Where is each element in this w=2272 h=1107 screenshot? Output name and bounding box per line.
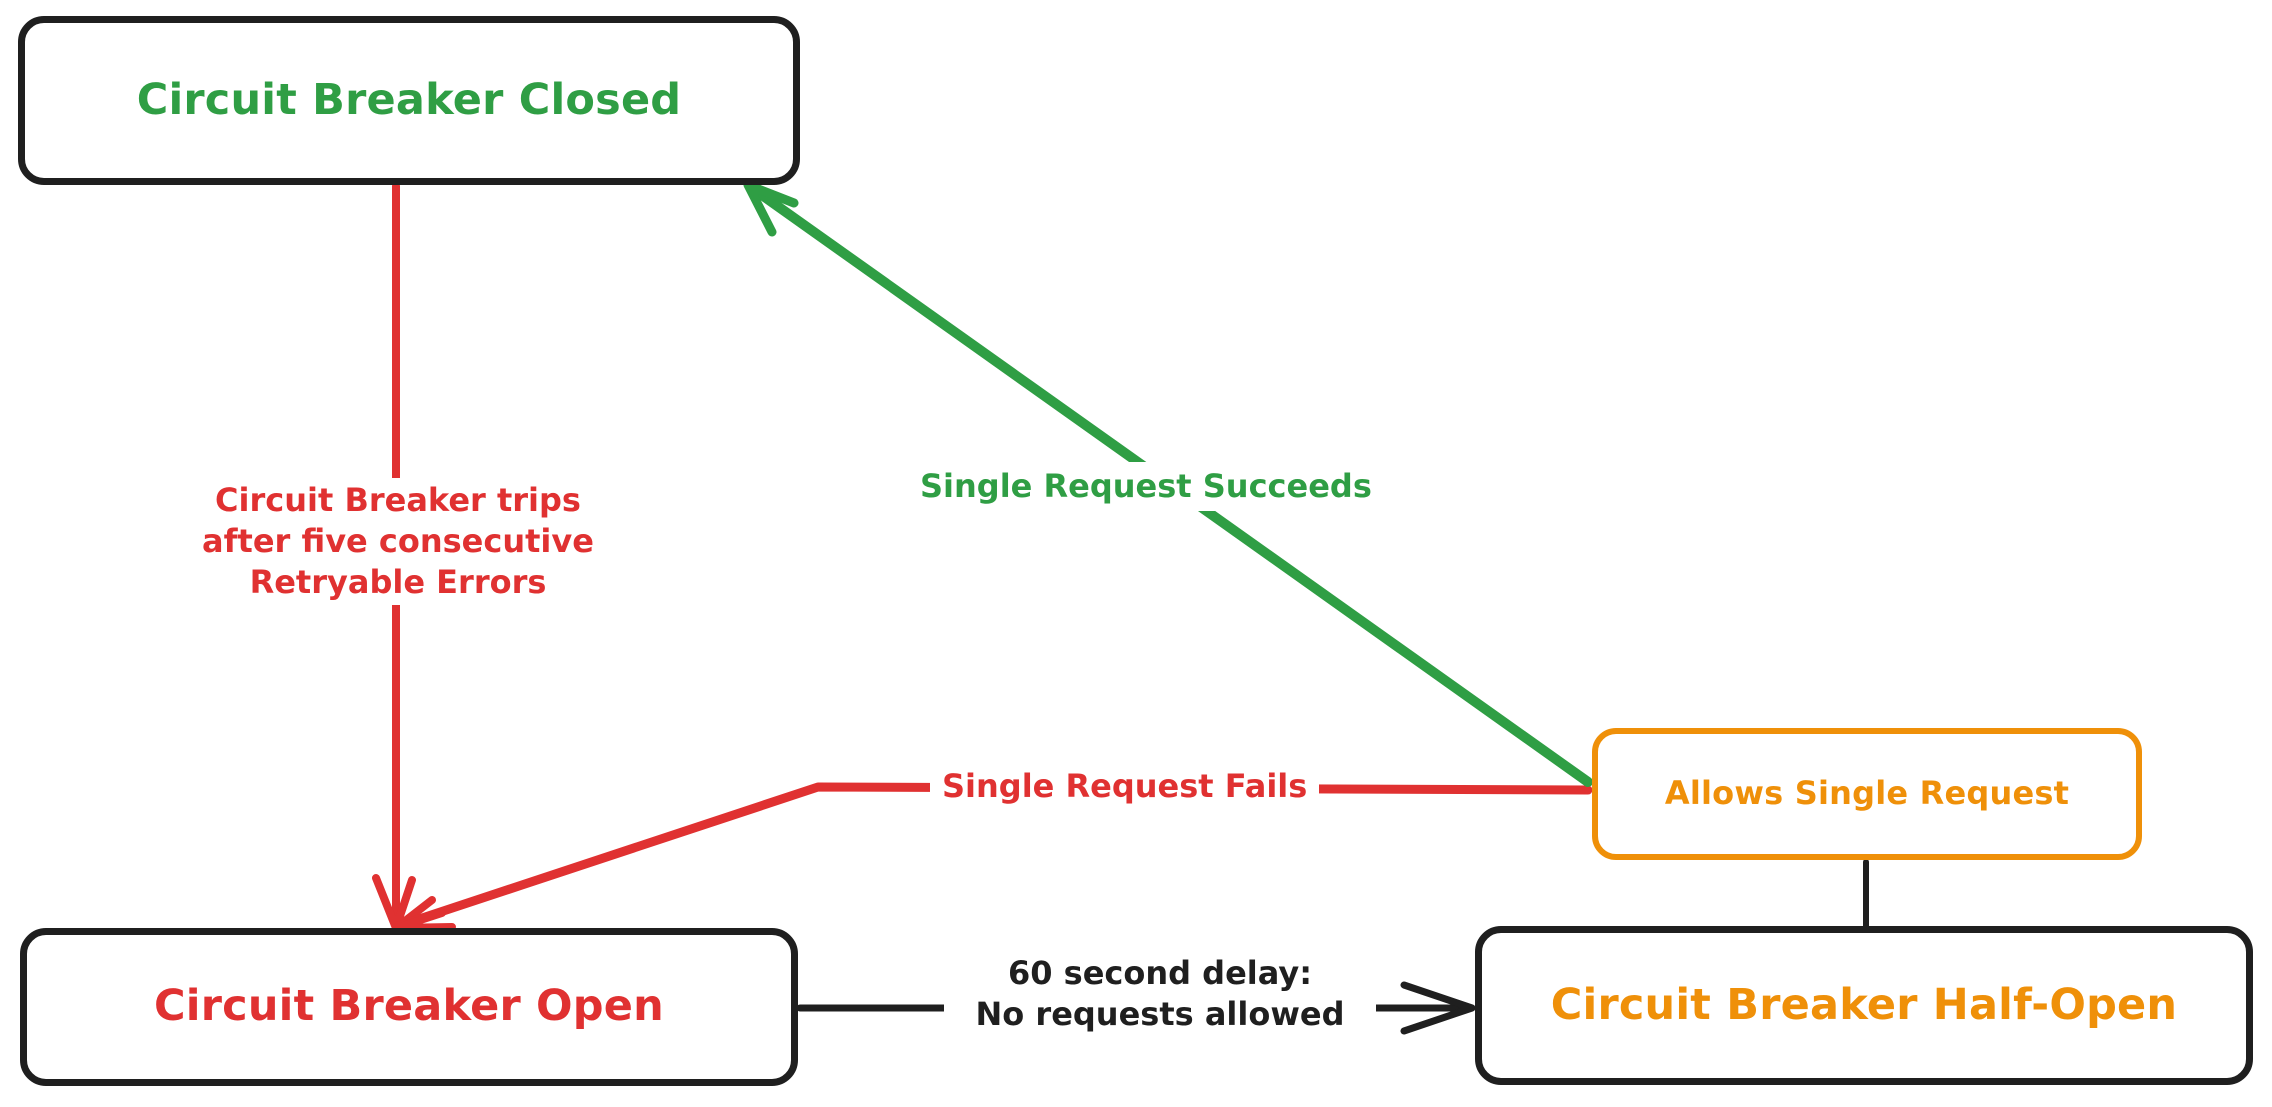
node-label-circuit-breaker-half-open: Circuit Breaker Half-Open xyxy=(1550,979,2178,1030)
edge-label-line: Retryable Errors xyxy=(249,562,547,601)
edge-label-allows-to-open: Single Request Fails xyxy=(930,762,1320,811)
edge-label-closed-to-open: Circuit Breaker trips after five consecu… xyxy=(182,478,614,605)
edge-allows-to-open xyxy=(392,782,1593,932)
edge-label-line: after five consecutive xyxy=(202,521,594,560)
edge-label-line: Single Request Fails xyxy=(942,767,1308,805)
edge-label-line: No requests allowed xyxy=(975,994,1345,1033)
node-circuit-breaker-closed[interactable]: Circuit Breaker Closed xyxy=(18,16,800,185)
node-circuit-breaker-open[interactable]: Circuit Breaker Open xyxy=(20,928,798,1086)
node-label-allows-single-request: Allows Single Request xyxy=(1664,774,2070,813)
edge-label-line: Circuit Breaker trips xyxy=(215,481,581,519)
node-circuit-breaker-half-open[interactable]: Circuit Breaker Half-Open xyxy=(1475,926,2253,1085)
edge-label-line: 60 second delay: xyxy=(1007,954,1313,992)
edge-label-line: Single Request Succeeds xyxy=(920,467,1372,505)
node-label-circuit-breaker-open: Circuit Breaker Open xyxy=(154,981,664,1032)
node-label-circuit-breaker-closed: Circuit Breaker Closed xyxy=(136,74,682,125)
edge-label-allows-to-closed: Single Request Succeeds xyxy=(910,462,1382,511)
node-allows-single-request[interactable]: Allows Single Request xyxy=(1592,728,2142,860)
edge-label-open-to-half-open: 60 second delay: No requests allowed xyxy=(944,951,1376,1037)
